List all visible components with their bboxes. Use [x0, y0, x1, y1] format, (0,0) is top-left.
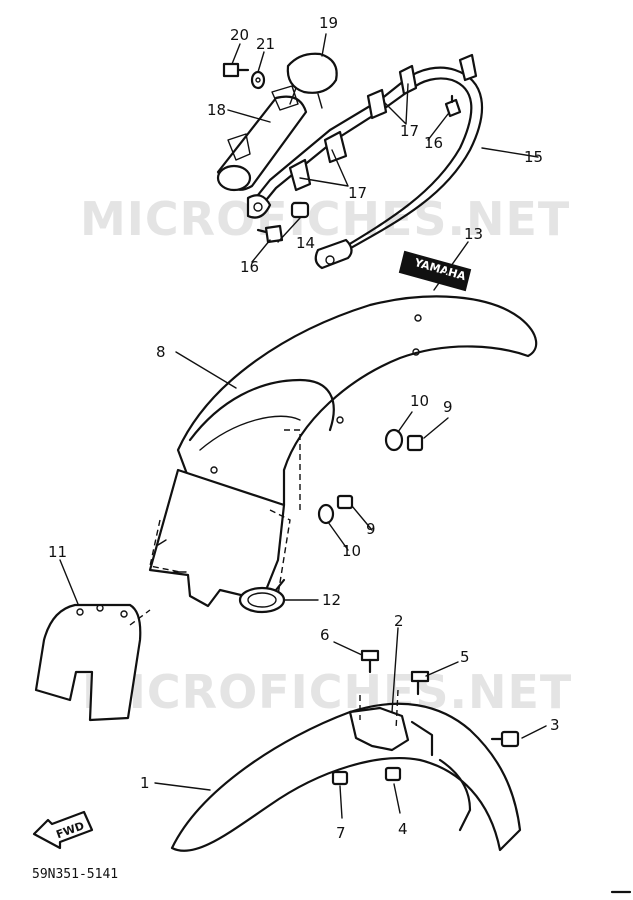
callout-9-lower: 9 [366, 520, 376, 538]
bolt-16-lower [256, 224, 284, 244]
callout-16-lower: 16 [240, 258, 259, 276]
callout-9-upper: 9 [443, 398, 453, 416]
front-fender [170, 689, 522, 852]
bolt-9-lower [336, 494, 354, 510]
callout-5: 5 [460, 648, 470, 666]
tail-light-stay [216, 85, 308, 192]
callout-3: 3 [550, 716, 560, 734]
callout-21: 21 [256, 35, 275, 53]
callout-labels: 1 2 3 4 5 6 7 8 9 10 9 10 11 12 13 14 15… [48, 14, 560, 842]
nut-4 [384, 766, 402, 782]
callout-18: 18 [207, 101, 226, 119]
bolt-20 [222, 62, 250, 78]
callout-14: 14 [296, 234, 315, 252]
callout-10-lower: 10 [342, 542, 361, 560]
nut-7 [331, 770, 349, 786]
watermark-bottom: MICROFICHES.NET [82, 665, 572, 719]
nut-14 [290, 201, 310, 219]
washer-21 [250, 70, 266, 90]
grab-bar [246, 53, 484, 270]
reflector [286, 52, 338, 109]
drawing-code: 59N351-5141 [32, 867, 118, 882]
callout-15: 15 [524, 148, 543, 166]
callout-10-upper: 10 [410, 392, 429, 410]
bolt-5 [410, 670, 430, 696]
washer-10-lower [317, 503, 335, 525]
callout-19: 19 [319, 14, 338, 32]
callout-13: 13 [464, 225, 483, 243]
bolt-3 [490, 730, 520, 748]
callout-1: 1 [140, 774, 150, 792]
callout-20: 20 [230, 26, 249, 44]
bolt-9-upper [406, 434, 424, 452]
callout-17-lower: 17 [348, 184, 367, 202]
washer-10-upper [384, 428, 404, 452]
bolt-16-upper [444, 94, 462, 118]
callout-7: 7 [336, 824, 346, 842]
rear-fender [148, 295, 538, 608]
leader-lines [59, 33, 547, 819]
callout-17-upper: 17 [400, 122, 419, 140]
watermark-top: MICROFICHES.NET [80, 192, 570, 246]
callout-6: 6 [320, 626, 330, 644]
callout-12: 12 [322, 591, 341, 609]
mud-flap [34, 603, 151, 722]
forward-arrow: FWD [32, 810, 94, 850]
callout-2: 2 [394, 612, 404, 630]
emblem: YAMAHA [398, 250, 472, 292]
callout-4: 4 [398, 820, 408, 838]
callout-11: 11 [48, 543, 67, 561]
callout-8: 8 [156, 343, 166, 361]
callout-16-upper: 16 [424, 134, 443, 152]
